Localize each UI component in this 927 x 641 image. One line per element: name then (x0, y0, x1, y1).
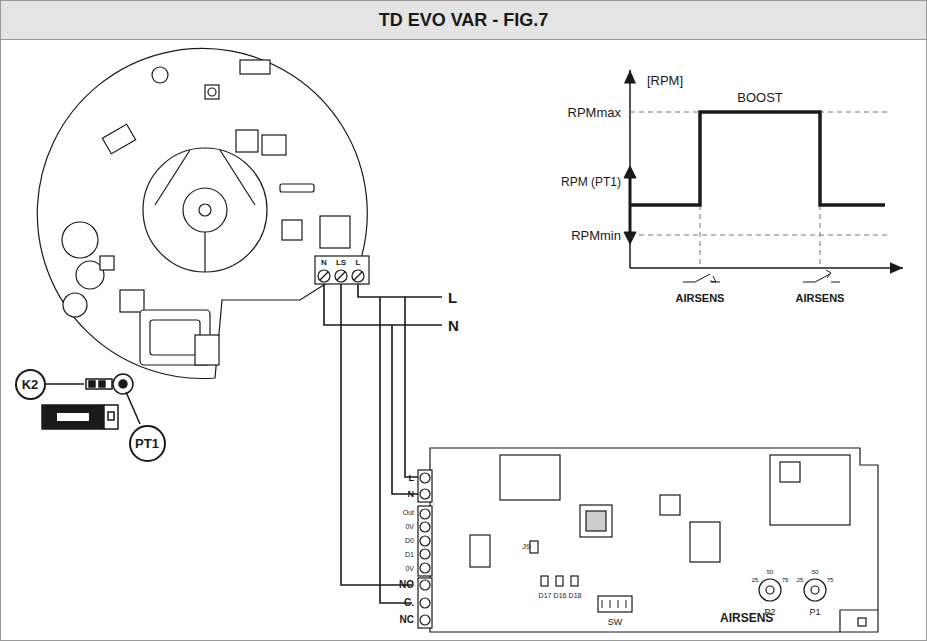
label: L (356, 259, 361, 267)
label: N (408, 490, 415, 499)
label: 50 (812, 569, 819, 575)
label: N (321, 259, 327, 267)
callout-text: PT1 (135, 436, 159, 451)
label: NO (399, 580, 414, 590)
label: RPM (PT1) (561, 176, 621, 188)
label: D1 (405, 551, 414, 558)
title: TD EVO VAR - FIG.7 (379, 10, 549, 31)
label: AIRSENS (676, 293, 725, 304)
label: [RPM] (647, 74, 683, 87)
label: RPMmin (571, 229, 621, 242)
label: P1 (809, 608, 820, 617)
label: Out (403, 509, 414, 516)
label: D17 (539, 592, 552, 599)
label: NC (400, 615, 414, 625)
label: 0V (405, 523, 414, 530)
callout-text: K2 (22, 377, 39, 392)
label: AIRSENS (796, 293, 845, 304)
title-bar: TD EVO VAR - FIG.7 (1, 1, 926, 40)
label: 50 (767, 569, 774, 575)
label: 25 (752, 577, 759, 583)
label: J9 (522, 543, 530, 551)
label: D16 (554, 592, 567, 599)
label: L (409, 474, 415, 483)
label: BOOST (737, 91, 783, 104)
label: D18 (569, 592, 582, 599)
label: 25 (797, 577, 804, 583)
label: 75 (827, 577, 834, 583)
label: LS (336, 259, 346, 267)
label: L (448, 290, 457, 305)
callout-circle: PT1 (129, 425, 166, 462)
label: D0 (405, 537, 414, 544)
label: N (448, 318, 459, 333)
label: RPMmax (568, 106, 621, 119)
label: SW (608, 618, 623, 627)
label: 75 (782, 577, 789, 583)
label: AIRSENS (720, 612, 773, 624)
label: C. (404, 598, 414, 608)
callout-circle: K2 (15, 369, 46, 400)
label: 0V (405, 565, 414, 572)
